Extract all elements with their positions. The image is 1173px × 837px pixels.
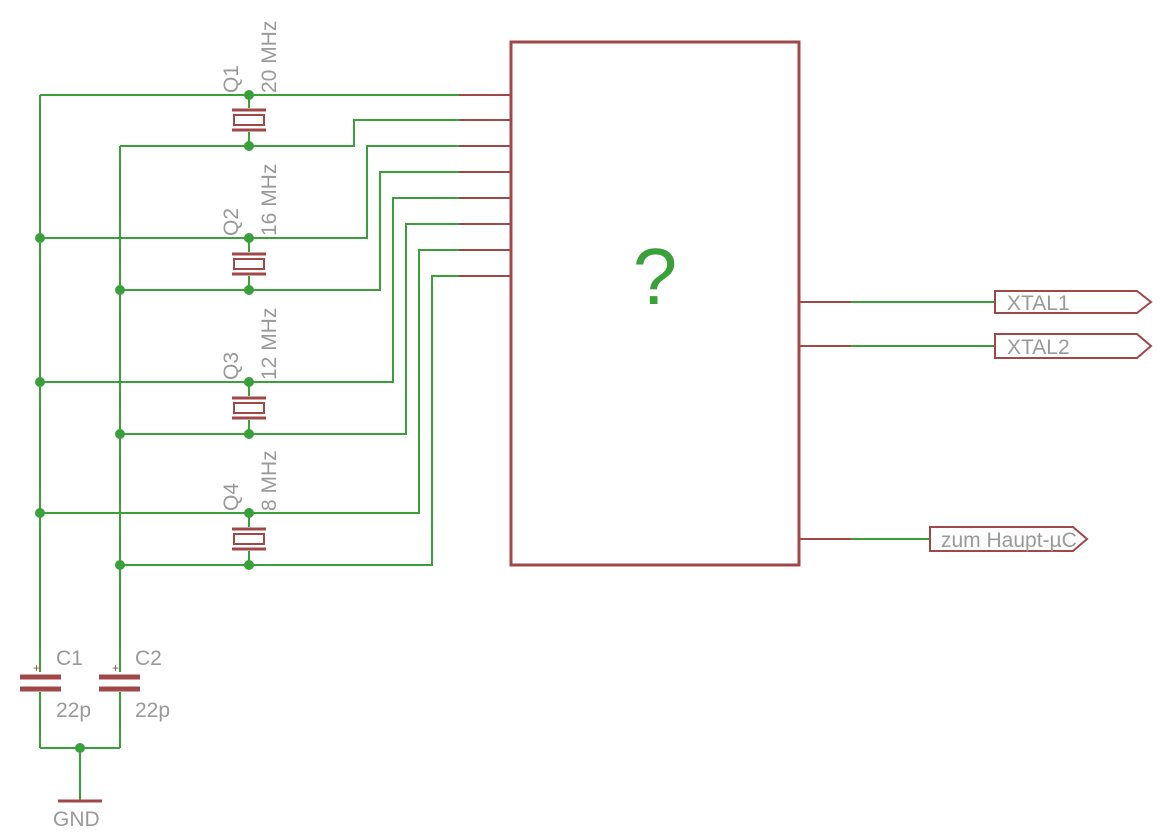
crystal-q2[interactable]: Q2 16 MHz [220,164,281,290]
crystal-ref: Q1 [220,65,243,93]
crystal-value: 16 MHz [258,164,281,236]
crystal-value: 8 MHz [258,450,281,511]
unknown-block-label: ? [633,232,678,321]
capacitor-ref: C2 [135,647,162,670]
crystal-q1[interactable]: Q1 20 MHz [220,21,281,146]
svg-text:+: + [112,661,119,675]
crystal-wires [40,94,459,566]
block-input-pins [459,94,511,277]
block-output-pins [799,301,851,540]
crystal-ref: Q3 [220,352,243,380]
crystal-q4[interactable]: Q4 8 MHz [220,450,281,565]
capacitor-c2[interactable]: + C2 22p [99,647,170,748]
ground-label: GND [53,808,100,831]
crystal-ref: Q4 [220,483,243,511]
net-xtal1[interactable]: XTAL1 [851,290,1153,315]
crystal-ref: Q2 [220,208,243,236]
crystal-value: 12 MHz [258,308,281,380]
net-main-uc[interactable]: zum Haupt-µC [851,526,1089,552]
main-uc-label: zum Haupt-µC [941,529,1077,552]
capacitor-ref: C1 [56,647,83,670]
crystal-value: 20 MHz [258,21,281,93]
junction-dots [35,90,254,753]
crystal-q3[interactable]: Q3 12 MHz [220,308,281,434]
unknown-block[interactable] [509,40,801,567]
net-xtal2[interactable]: XTAL2 [851,333,1153,359]
capacitor-c1[interactable]: + C1 22p [20,647,91,748]
xtal1-label: XTAL1 [1007,292,1070,315]
ground-symbol[interactable]: GND [40,747,120,831]
capacitor-value: 22p [56,699,91,722]
capacitor-value: 22p [135,699,170,722]
svg-text:+: + [33,661,40,675]
xtal2-label: XTAL2 [1007,336,1070,359]
